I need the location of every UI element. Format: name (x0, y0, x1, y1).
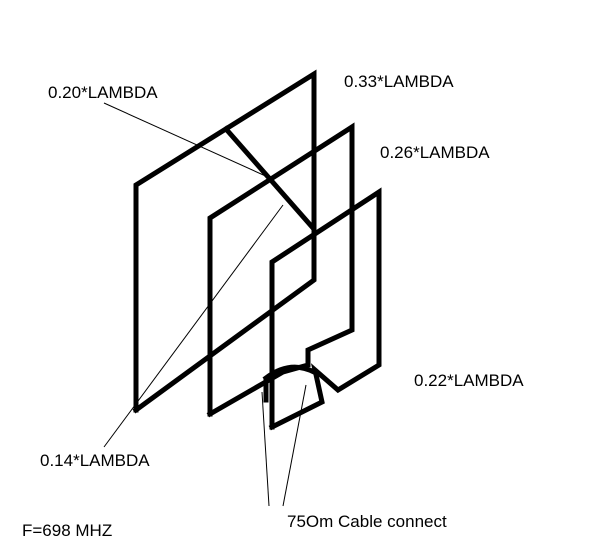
leader-020 (103, 102, 271, 179)
label-014-lambda: 0.14*LAMBDA (40, 451, 150, 470)
label-frequency: F=698 MHZ (22, 521, 112, 540)
frame-middle (206, 122, 355, 418)
cross-member (222, 125, 317, 232)
frame-small (268, 187, 382, 431)
leader-014 (103, 204, 284, 448)
label-026-lambda: 0.26*LAMBDA (380, 143, 490, 162)
frame-large (132, 69, 317, 414)
label-cable-connect: 75Om Cable connect (287, 512, 447, 531)
feed-arc (262, 364, 318, 382)
label-020-lambda: 0.20*LAMBDA (48, 83, 158, 102)
leader-cable-b (282, 384, 307, 507)
leader-cable-a (261, 391, 270, 507)
label-022-lambda: 0.22*LAMBDA (414, 371, 524, 390)
label-033-lambda: 0.33*LAMBDA (344, 72, 454, 91)
